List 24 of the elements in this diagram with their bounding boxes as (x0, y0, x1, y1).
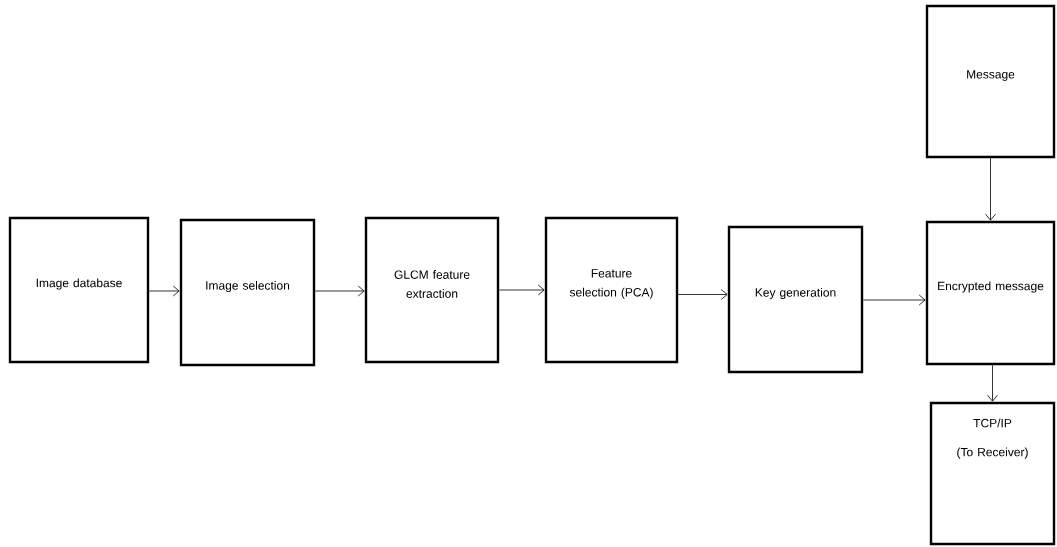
node-label: Image database (36, 278, 122, 290)
arrow (985, 213, 996, 221)
process-box (8, 216, 150, 364)
node-label: GLCM feature extraction (394, 270, 470, 298)
arrow (172, 285, 180, 297)
process-box (929, 401, 1056, 546)
process-box (544, 216, 679, 364)
arrow (537, 284, 545, 296)
arrow (987, 394, 998, 402)
arrow (918, 294, 926, 306)
node-label: Image selection (206, 280, 290, 293)
process-box (925, 4, 1056, 159)
process-box (364, 216, 500, 364)
node-label: (To Receiver) (957, 447, 1028, 459)
arrow (357, 285, 365, 297)
process-box (727, 225, 864, 374)
node-label: Feature selection (PCA) (569, 269, 653, 299)
arrow (720, 289, 728, 300)
process-box (925, 220, 1056, 366)
node-label: Key generation (755, 287, 836, 300)
node-label: Message (967, 70, 1015, 81)
process-box (179, 218, 316, 367)
node-label: Encrypted message (938, 281, 1044, 293)
node-label: TCP/IP (973, 418, 1012, 428)
